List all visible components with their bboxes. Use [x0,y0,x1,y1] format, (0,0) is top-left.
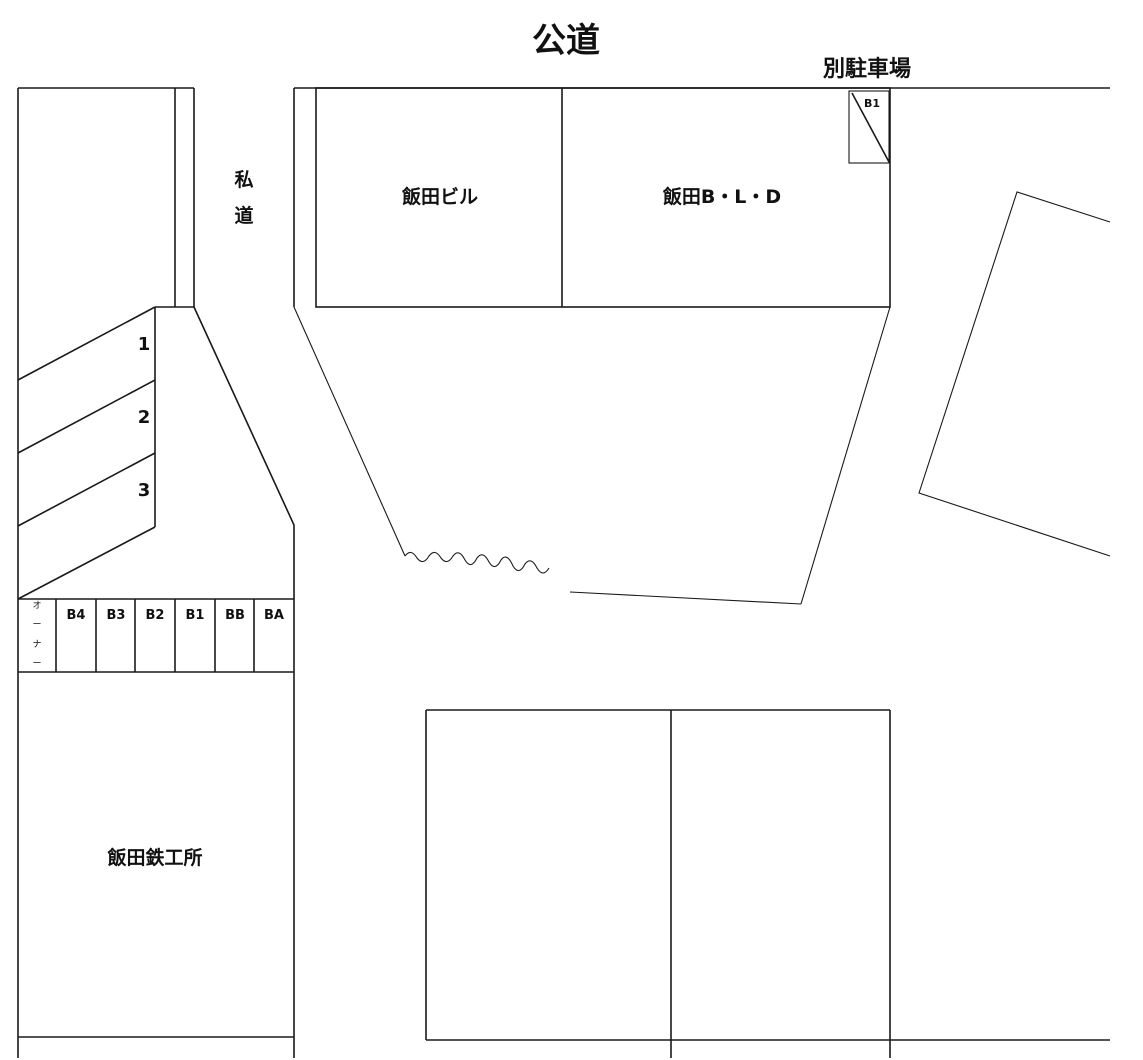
owner-slot-char-1: オ [32,600,41,611]
private-road-label-2: 道 [234,204,253,227]
annex-slot [848,90,890,164]
left-block [17,87,195,1058]
slot-b1-label: B1 [186,608,205,623]
iida-ironworks-label: 飯田鉄工所 [106,846,202,869]
owner-slot-char-4: ー [32,659,41,669]
parking-slot-3-label: 3 [138,480,151,501]
public-road-label: 公道 [532,21,600,61]
slot-ba-label: BA [264,608,284,623]
central-lot [293,306,891,605]
iida-buildings [293,87,891,308]
annex-parking-label: 別駐車場 [823,56,911,82]
owner-slot-char-3: ナ [32,639,41,650]
tilted-building [918,191,1111,557]
slot-bb-label: BB [225,608,245,623]
slot-b4-label: B4 [67,608,86,623]
private-road-label-1: 私 [234,169,253,191]
slot-b3-label: B3 [107,608,126,623]
annex-slot-label: B1 [864,97,880,110]
bottom-buildings [425,709,1110,1058]
owner-slot-char-2: ー [32,620,41,630]
diagonal-parking-area [17,306,156,600]
iida-bld-label: 飯田B・L・D [662,185,781,208]
iida-building-label: 飯田ビル [401,185,478,208]
drive-lane-edge [193,306,295,1058]
slot-b2-label: B2 [146,608,165,623]
parking-slot-2-label: 2 [138,407,151,428]
parking-slot-1-label: 1 [138,334,151,355]
row-parking-area [18,598,294,673]
